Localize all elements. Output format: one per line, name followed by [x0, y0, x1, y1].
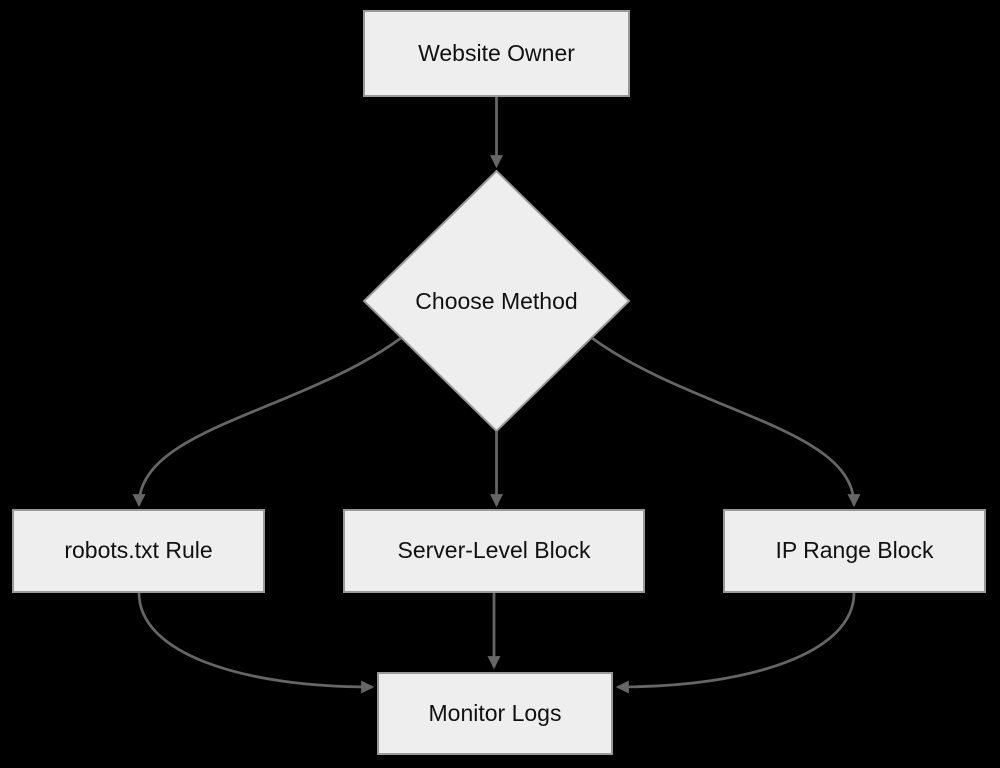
node-choose-method-label: Choose Method: [415, 287, 578, 314]
node-monitor-logs-label: Monitor Logs: [428, 699, 562, 726]
node-ip-range-block-label: IP Range Block: [775, 537, 934, 564]
node-robots-txt-rule: robots.txt Rule: [12, 509, 265, 593]
edge-choose-method-to-ip-block: [591, 336, 861, 508]
node-server-level-block: Server-Level Block: [343, 509, 645, 593]
node-website-owner-label: Website Owner: [418, 39, 575, 66]
edge-robots-txt-to-monitor-logs: [137, 592, 375, 694]
edge-ip-block-to-monitor-logs: [615, 592, 856, 694]
node-server-level-block-label: Server-Level Block: [397, 537, 591, 564]
node-choose-method: Choose Method: [363, 271, 630, 331]
node-robots-txt-rule-label: robots.txt Rule: [64, 537, 213, 564]
node-website-owner: Website Owner: [363, 10, 630, 97]
node-ip-range-block: IP Range Block: [723, 509, 986, 593]
edge-choose-method-to-robots-txt: [132, 336, 402, 508]
node-monitor-logs: Monitor Logs: [377, 672, 613, 755]
